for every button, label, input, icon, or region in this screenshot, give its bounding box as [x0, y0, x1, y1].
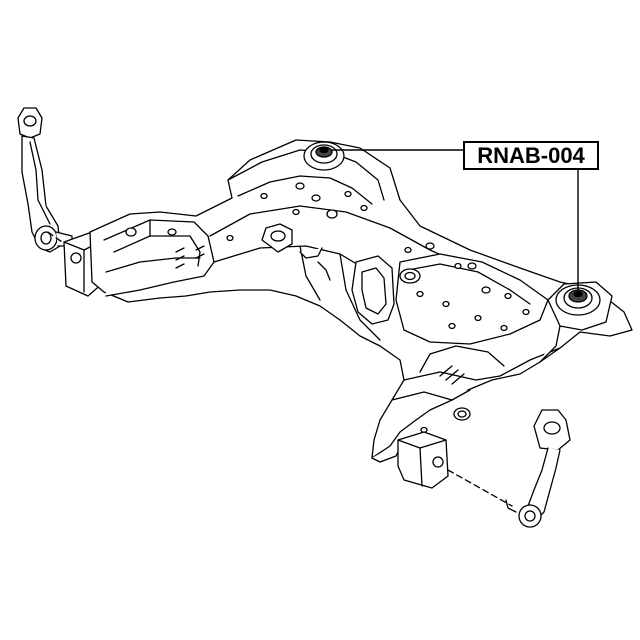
right-bushing-bracket — [397, 431, 449, 489]
part-number-label: RNAB-004 — [463, 141, 599, 170]
left-control-arm — [17, 107, 73, 253]
bushing-rear-left — [303, 141, 345, 171]
alignment-lines — [47, 231, 513, 507]
subframe-body — [89, 139, 633, 463]
leader-lines — [331, 149, 579, 297]
mounting-holes — [226, 182, 530, 434]
right-control-arm — [505, 409, 571, 528]
